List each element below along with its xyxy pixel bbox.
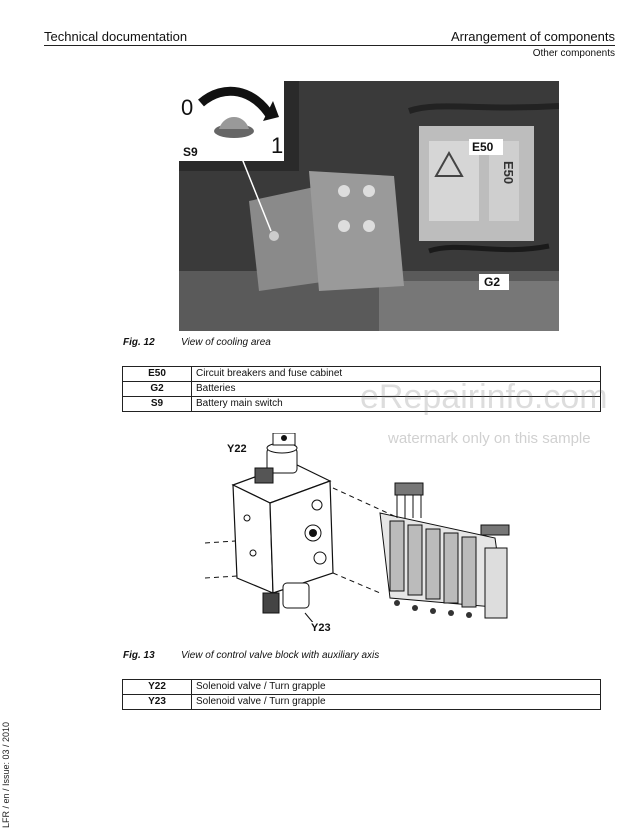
legend-key: G2 [122,381,192,397]
table-row: Y23 Solenoid valve / Turn grapple [122,694,601,710]
legend-value: Battery main switch [191,396,601,412]
watermark-sub: watermark only on this sample [388,430,591,447]
label-s9: S9 [183,145,198,159]
header-left-title: Technical documentation [44,29,188,44]
figure-13-caption-text: View of control valve block with auxilia… [181,650,380,661]
legend-key: Y23 [122,694,192,710]
table-row: Y22 Solenoid valve / Turn grapple [122,679,601,695]
figure-13-legend-table: Y22 Solenoid valve / Turn grapple Y23 So… [122,679,601,710]
legend-value: Solenoid valve / Turn grapple [191,679,601,695]
figure-12-caption: Fig. 12 View of cooling area [123,337,523,351]
figure-13-caption: Fig. 13 View of control valve block with… [123,650,523,664]
header-right-title: Arrangement of components [450,29,615,44]
table-row: G2 Batteries [122,381,601,397]
switch-position-1: 1 [271,133,284,158]
watermark-main: eRepairinfo.com [360,378,608,416]
figure-12-number: Fig. 12 [123,337,155,348]
cooling-area-photo: E50 0 1 S9 E50 G2 [179,81,559,331]
label-e50: E50 [472,140,494,154]
label-y22: Y22 [227,443,247,455]
legend-key: E50 [122,366,192,382]
label-g2: G2 [484,275,501,289]
figure-12-legend-table: E50 Circuit breakers and fuse cabinet G2… [122,366,601,412]
issue-note: LFR / en / Issue: 03 / 2010 [1,721,11,828]
cabinet-text: E50 [501,161,516,184]
valve-block-illustration [204,432,510,626]
legend-key: Y22 [122,679,192,695]
valve-block-diagram: Y22 Y23 [204,432,525,638]
header-subtitle: Other components [532,48,615,59]
header-rule [44,45,615,46]
table-row: S9 Battery main switch [122,396,601,412]
cooling-area-illustration: E50 [179,81,559,331]
figure-12-caption-text: View of cooling area [181,337,271,348]
figure-13-number: Fig. 13 [123,650,155,661]
switch-position-0: 0 [181,95,194,120]
legend-value: Solenoid valve / Turn grapple [191,694,601,710]
legend-key: S9 [122,396,192,412]
label-y23: Y23 [311,622,331,634]
